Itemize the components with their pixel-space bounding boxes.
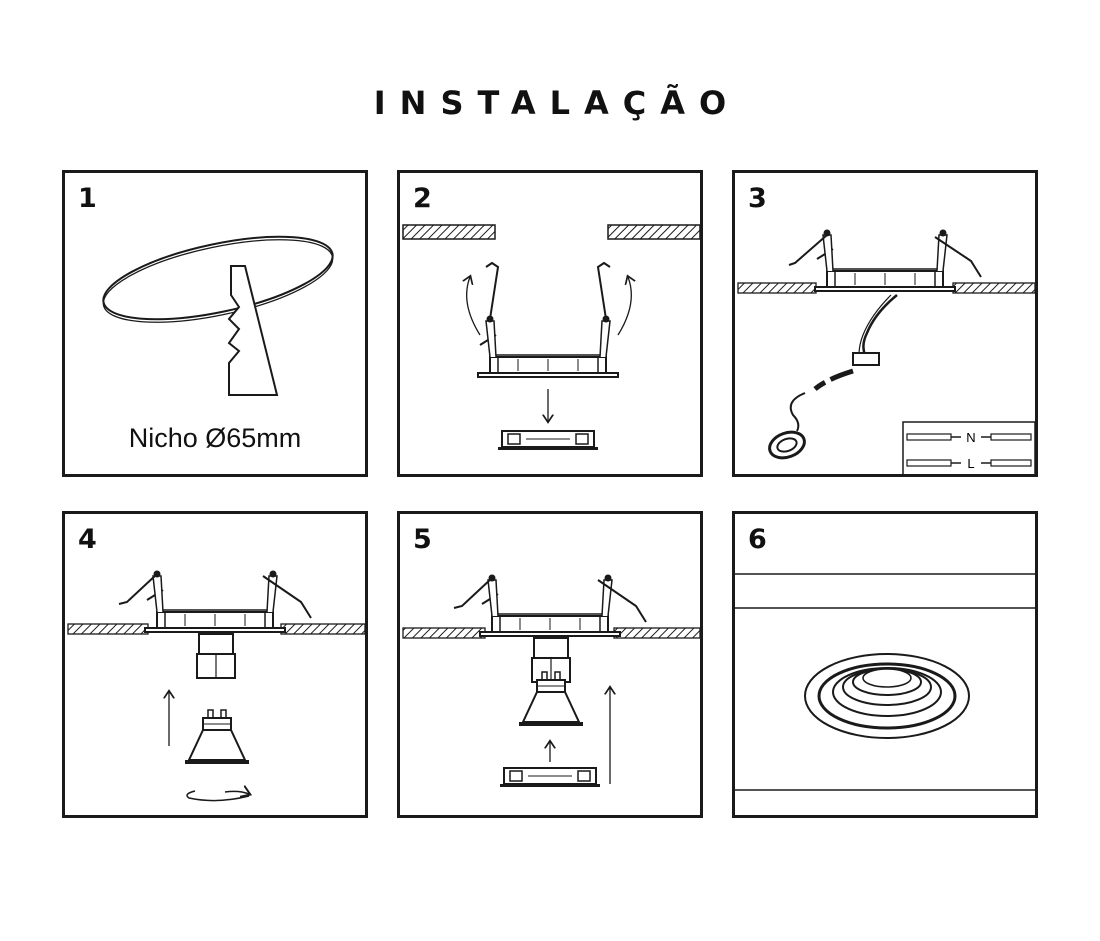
step-number: 1 [78,183,97,214]
legend-live-label: L [967,456,974,471]
bulb-insert-illustration [67,569,365,802]
legend-neutral-label: N [966,430,975,445]
step-panel-5: 5 [397,511,703,818]
step-number: 6 [748,524,767,555]
hole-saw-illustration [102,235,334,396]
step-number: 4 [78,524,97,555]
page-title: INSTALAÇÃO [373,84,741,122]
step-panel-6: 6 [732,511,1038,818]
wiring-illustration: N L [737,228,1035,474]
hole-size-caption: Nicho Ø65mm [128,423,302,453]
step-panel-1: 1 Nicho Ø65mm [62,170,368,477]
fixture-prep-illustration [402,224,700,451]
step-panel-3: 3 N L [732,170,1038,477]
step-number: 2 [413,183,432,214]
installed-downlight-illustration [735,573,1035,791]
step-number: 3 [748,183,767,214]
step-panel-2: 2 [397,170,703,477]
step-panel-4: 4 [62,511,368,818]
fixture-insert-illustration [402,573,700,788]
step-number: 5 [413,524,432,555]
